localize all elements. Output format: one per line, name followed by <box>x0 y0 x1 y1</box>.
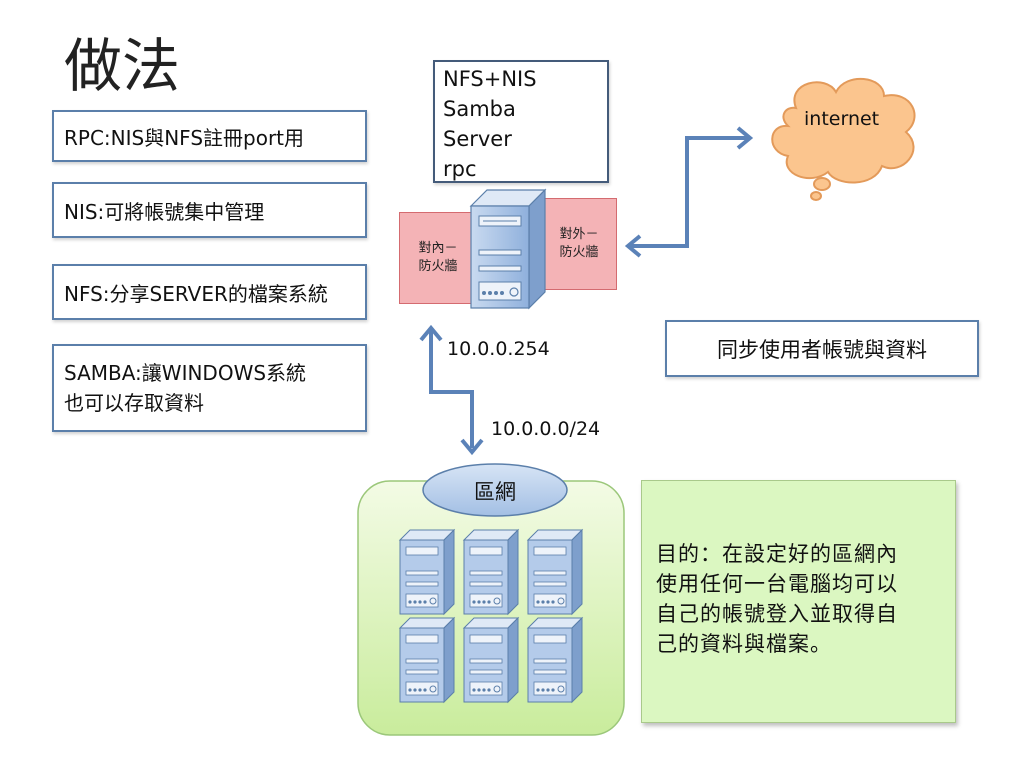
gateway-ip-label: 10.0.0.254 <box>447 338 550 360</box>
subnet-label: 10.0.0.0/24 <box>491 418 601 440</box>
lan-server-icon <box>526 616 584 704</box>
lan-link-arrow <box>429 330 474 448</box>
inner-firewall: 對內－ 防火牆 <box>399 212 477 304</box>
lan-ellipse <box>422 463 568 517</box>
server-services-box: NFS+NIS Samba Server rpc <box>433 60 609 183</box>
outer-firewall-line-2: 防火牆 <box>559 245 599 260</box>
goal-line: 使用任何一台電腦均可以 <box>656 572 898 596</box>
lan-server-icon <box>462 616 520 704</box>
info-box-samba-line-1: SAMBA:讓WINDOWS系統 <box>64 361 307 385</box>
sync-description-box: 同步使用者帳號與資料 <box>665 320 979 377</box>
info-box-samba: SAMBA:讓WINDOWS系統 也可以存取資料 <box>52 344 367 432</box>
info-box-nfs: NFS:分享SERVER的檔案系統 <box>52 264 367 320</box>
info-box-rpc-text: RPC:NIS與NFS註冊port用 <box>64 125 305 150</box>
page-title: 做法 <box>64 32 181 100</box>
goal-box: 目的：在設定好的區網內 使用任何一台電腦均可以 自己的帳號登入並取得自 己的資料… <box>641 480 956 723</box>
inner-firewall-line-2: 防火牆 <box>418 259 458 274</box>
outer-firewall: 對外－ 防火牆 <box>541 198 617 290</box>
info-box-rpc: RPC:NIS與NFS註冊port用 <box>52 110 367 162</box>
lan-server-icon <box>462 528 520 616</box>
outer-firewall-line-1: 對外－ <box>559 227 599 242</box>
info-box-nis: NIS:可將帳號集中管理 <box>52 182 367 238</box>
info-box-samba-content: SAMBA:讓WINDOWS系統 也可以存取資料 <box>64 358 306 418</box>
lan-server-icon <box>526 528 584 616</box>
goal-line: 目的：在設定好的區網內 <box>656 542 898 566</box>
service-item: NFS+NIS <box>443 67 537 91</box>
inner-firewall-line-1: 對內－ <box>418 241 458 256</box>
internet-cloud-icon <box>771 77 916 201</box>
service-item: Server <box>443 127 512 151</box>
service-item: Samba <box>443 97 516 121</box>
internet-label: internet <box>804 108 880 130</box>
goal-line: 自己的帳號登入並取得自 <box>656 602 898 626</box>
service-item: rpc <box>443 157 477 181</box>
lan-server-icon <box>398 528 456 616</box>
main-server-icon <box>469 188 547 310</box>
info-box-samba-line-2: 也可以存取資料 <box>64 391 204 415</box>
info-box-nfs-text: NFS:分享SERVER的檔案系統 <box>64 281 328 306</box>
info-box-nis-text: NIS:可將帳號集中管理 <box>64 199 265 224</box>
lan-label: 區網 <box>474 480 516 504</box>
internet-link-arrow <box>630 136 748 248</box>
lan-server-icon <box>398 616 456 704</box>
goal-line: 己的資料與檔案。 <box>656 632 832 656</box>
sync-description-text: 同步使用者帳號與資料 <box>717 337 927 362</box>
